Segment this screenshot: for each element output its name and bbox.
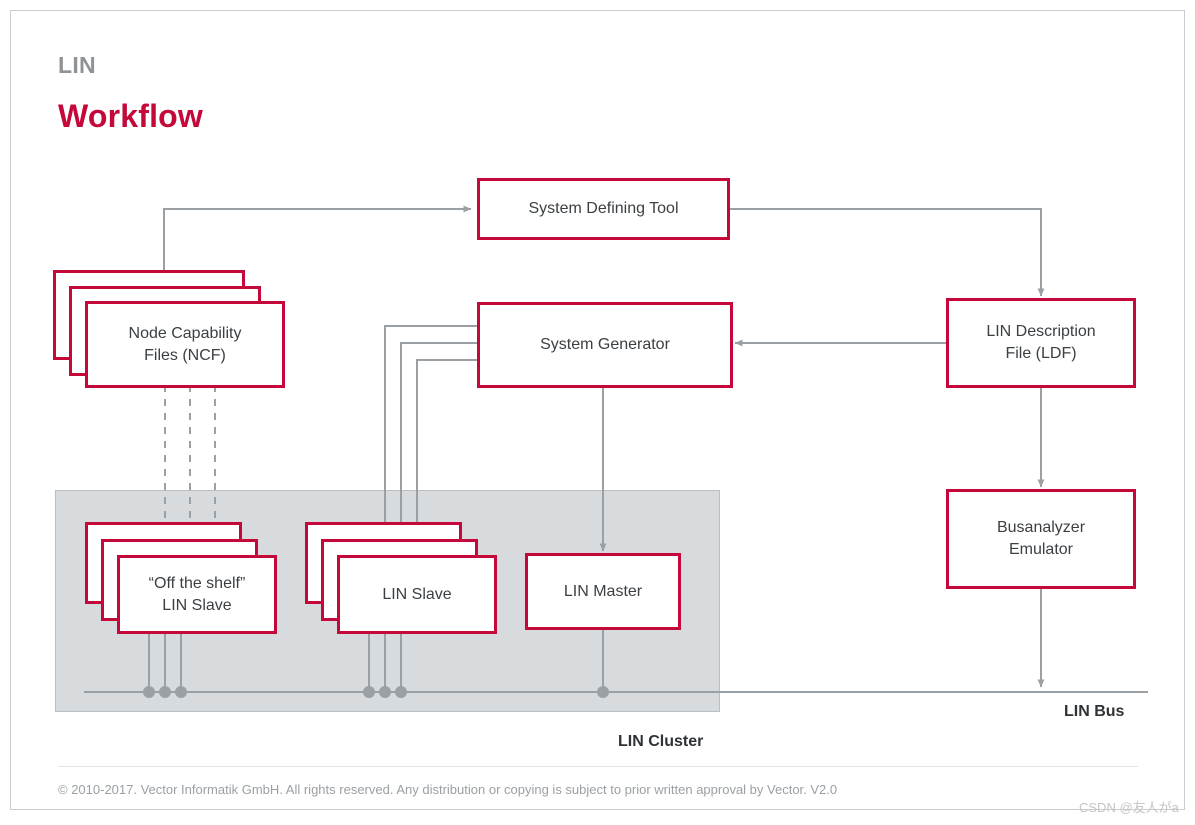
edge-ncf-to-system-defining-tool	[163, 205, 472, 277]
page-title: Workflow	[58, 98, 204, 134]
node-label-lin-master: LIN Master	[563, 582, 643, 600]
busanalyzer-line-1: Busanalyzer	[996, 519, 1086, 537]
node-label-off-the-shelf-lin-slave: “Off the shelf” LIN Slave	[149, 573, 246, 616]
node-label-system-defining-tool: System Defining Tool	[528, 200, 679, 218]
edge-system-defining-tool-to-ldf	[730, 208, 1045, 297]
copyright-footer: © 2010-2017. Vector Informatik GmbH. All…	[58, 782, 838, 797]
node-label-busanalyzer-emulator: Busanalyzer Emulator	[997, 517, 1085, 560]
ldf-line-2: File (LDF)	[1005, 345, 1077, 362]
node-label-lin-description-file: LIN Description File (LDF)	[986, 321, 1095, 364]
node-node-capability-files[interactable]: Node Capability Files (NCF)	[85, 301, 285, 388]
edge-system-generator-to-lin-slave-1	[381, 325, 479, 556]
node-stack-off-the-shelf-lin-slave: “Off the shelf” LIN Slave	[85, 522, 285, 634]
edge-system-generator-to-lin-slave-2	[397, 342, 479, 573]
csdn-watermark: CSDN @友人がa	[1079, 800, 1179, 815]
node-lin-description-file[interactable]: LIN Description File (LDF)	[946, 298, 1136, 388]
slide-eyebrow: LIN	[58, 52, 96, 78]
off-the-shelf-line-2: LIN Slave	[162, 596, 232, 614]
ldf-line-1: LIN Description	[986, 323, 1096, 341]
edge-system-generator-to-lin-slave-3	[413, 359, 479, 590]
bus-node-dots	[143, 686, 609, 698]
off-the-shelf-line-1: “Off the shelf”	[148, 574, 246, 592]
node-lin-slave[interactable]: LIN Slave	[337, 555, 497, 634]
node-busanalyzer-emulator[interactable]: Busanalyzer Emulator	[946, 489, 1136, 589]
busanalyzer-line-2: Emulator	[1008, 541, 1073, 558]
ncf-line-1: Node Capability	[128, 324, 242, 342]
node-label-system-generator: System Generator	[540, 336, 670, 354]
node-label-lin-slave: LIN Slave	[382, 585, 452, 603]
footer-divider	[58, 766, 1138, 767]
ncf-line-2: Files (NCF)	[144, 346, 226, 364]
node-stack-lin-slave: LIN Slave	[305, 522, 505, 634]
node-system-defining-tool[interactable]: System Defining Tool	[477, 178, 730, 240]
node-stack-node-capability-files: Node Capability Files (NCF)	[53, 270, 288, 388]
lin-bus-label: LIN Bus	[1064, 703, 1125, 720]
node-system-generator[interactable]: System Generator	[477, 302, 733, 388]
node-off-the-shelf-lin-slave[interactable]: “Off the shelf” LIN Slave	[117, 555, 277, 634]
node-label-node-capability-files: Node Capability Files (NCF)	[129, 323, 242, 366]
lin-cluster-label: LIN Cluster	[618, 733, 704, 750]
node-lin-master[interactable]: LIN Master	[525, 553, 681, 630]
